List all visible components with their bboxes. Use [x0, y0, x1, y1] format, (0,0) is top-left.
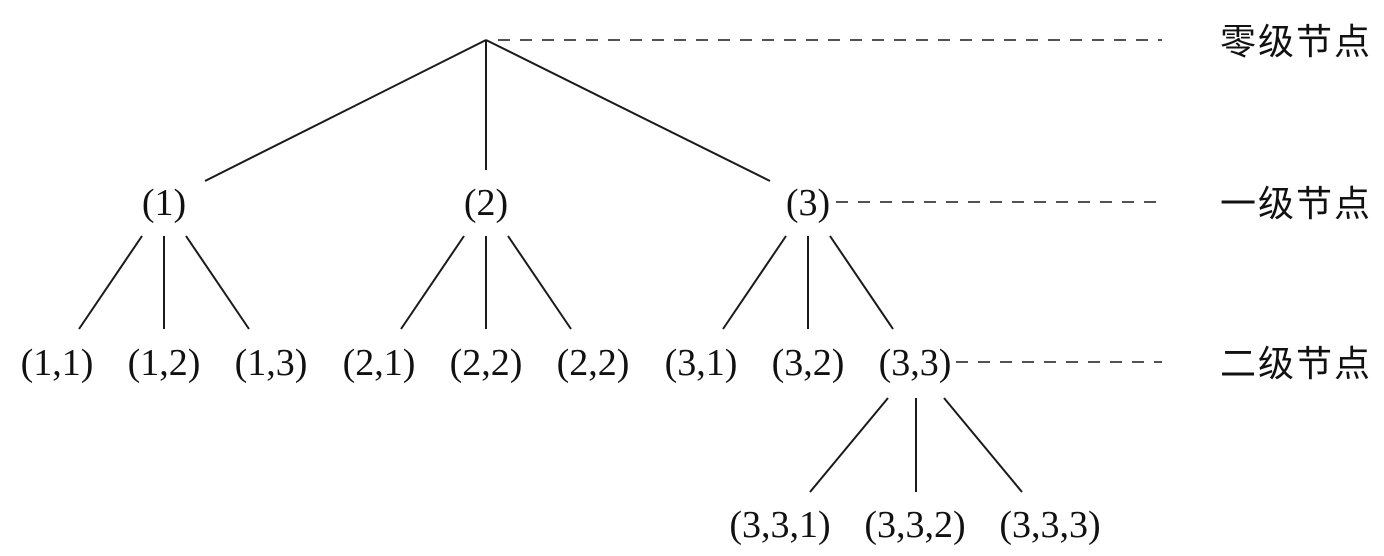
- node-3-3: (3,3): [879, 342, 952, 384]
- node-2-1: (2,1): [343, 342, 416, 384]
- edge-root-n3: [485, 39, 771, 182]
- edge-n33-n333: [943, 397, 1023, 493]
- level-caption-one: 一级节点: [1220, 184, 1372, 225]
- edges-root: [204, 39, 771, 182]
- node-1-2: (1,2): [128, 342, 201, 384]
- edge-n2-n23: [507, 235, 572, 330]
- node-2-2: (2,2): [450, 342, 523, 384]
- edges-level2: [809, 397, 1023, 493]
- edges-level1: [78, 235, 894, 330]
- node-1: (1): [142, 182, 186, 224]
- node-3-3-3: (3,3,3): [999, 504, 1100, 546]
- node-1-1: (1,1): [21, 342, 94, 384]
- node-3-2: (3,2): [772, 342, 845, 384]
- level2-nodes: (1,1) (1,2) (1,3) (2,1) (2,2) (2,2) (3,1…: [21, 342, 952, 384]
- edge-n3-n33: [829, 235, 894, 330]
- node-3-3-1: (3,3,1): [729, 504, 830, 546]
- node-2: (2): [464, 182, 508, 224]
- level-caption-two: 二级节点: [1220, 344, 1372, 385]
- edge-root-n1: [204, 39, 487, 182]
- level-guides: [498, 39, 1162, 363]
- node-3-1: (3,1): [665, 342, 738, 384]
- edge-n1-n11: [78, 235, 143, 330]
- node-1-3: (1,3): [235, 342, 308, 384]
- edge-n33-n331: [809, 397, 889, 493]
- edge-n1-n13: [185, 235, 250, 330]
- level1-nodes: (1) (2) (3): [142, 182, 830, 224]
- node-2-3: (2,2): [557, 342, 630, 384]
- level-caption-zero: 零级节点: [1220, 22, 1372, 63]
- level3-nodes: (3,3,1) (3,3,2) (3,3,3): [729, 504, 1100, 546]
- node-3-3-2: (3,3,2): [864, 504, 965, 546]
- node-3: (3): [786, 182, 830, 224]
- edge-n3-n31: [722, 235, 787, 330]
- edge-n2-n21: [400, 235, 465, 330]
- level-captions: 零级节点 一级节点 二级节点: [1220, 22, 1372, 385]
